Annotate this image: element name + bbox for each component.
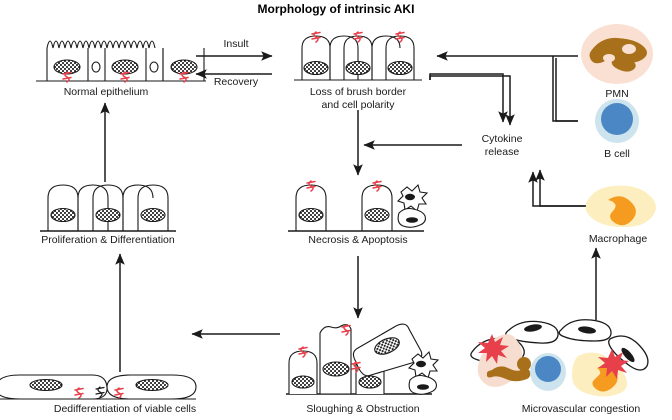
integrin-marker-apical (311, 31, 321, 43)
pmn-nucleus (486, 366, 531, 382)
macrophage-nucleus (608, 196, 636, 226)
nucleus (135, 378, 169, 392)
junction-vesicle (149, 61, 159, 73)
arrow-epithelium-to-cytokine (429, 75, 515, 126)
label-macrophage: Macrophage (588, 233, 648, 245)
label-b-cell: B cell (604, 148, 630, 160)
nucleus (374, 337, 400, 355)
bcell-nucleus (535, 356, 561, 382)
node-macrophage (585, 185, 656, 228)
node-proliferation-differentiation (40, 184, 176, 232)
integrin-marker-apical (341, 324, 351, 336)
node-normal-epithelium (36, 40, 206, 83)
integrin-marker (114, 387, 124, 399)
connector-bcell-riser (555, 58, 578, 122)
label-cytokine-release-line2: release (484, 146, 520, 158)
cell-junction-marker (95, 386, 105, 398)
integrin-marker-detached (351, 361, 361, 373)
integrin-marker-apical (372, 180, 382, 192)
integrin-marker (179, 71, 189, 83)
cell-lateral-walls (46, 48, 164, 81)
apoptotic-nucleus (405, 193, 415, 201)
integrin-marker-apical (353, 31, 363, 43)
pmn-nucleus-lobe (517, 357, 531, 371)
endothelial-nucleus (578, 326, 596, 334)
nucleus (358, 375, 382, 389)
nucleus (364, 207, 390, 223)
integrin-marker (62, 71, 72, 83)
label-cytokine-release-line1: Cytokine (481, 133, 523, 145)
integrin-marker (120, 71, 130, 83)
epithelial-cell-overlap (371, 35, 401, 80)
epithelial-cell-overlap (77, 184, 109, 231)
pmn-nucleus-hole (622, 44, 636, 54)
nucleus (345, 60, 371, 76)
apoptotic-nucleus (416, 360, 426, 368)
junction-vesicle (91, 61, 101, 73)
necrotic-nucleus (417, 384, 429, 390)
label-dedifferentiation: Dedifferentiation of viable cells (53, 403, 197, 415)
integrin-marker-apical (298, 346, 308, 358)
bcell-nucleus (601, 103, 633, 135)
figure-title: Morphology of intrinsic AKI (257, 2, 415, 16)
nucleus (140, 207, 166, 223)
label-normal-epithelium: Normal epithelium (63, 86, 149, 98)
platelet (478, 334, 509, 364)
label-loss-brush-border-line1: Loss of brush border (309, 86, 407, 98)
pmn-nucleus-hole (603, 54, 615, 62)
nucleus (298, 207, 324, 223)
integrin-marker-apical (306, 180, 316, 192)
node-necrosis-apoptosis (288, 180, 429, 232)
connector-group (100, 51, 601, 372)
nucleus (291, 375, 315, 389)
nucleus (29, 378, 63, 392)
pmn-nucleus-lobe (611, 56, 636, 72)
node-b-cell (595, 99, 639, 143)
arrow-macrophage-riser (528, 171, 586, 207)
node-microvascular-congestion (470, 319, 649, 397)
integrin-marker-apical (395, 31, 405, 43)
node-loss-brush-border (294, 31, 422, 81)
label-microvascular-congestion: Microvascular congestion (521, 403, 641, 415)
node-dedifferentiation (0, 374, 197, 400)
integrin-marker (74, 387, 84, 399)
label-necrosis-apoptosis: Necrosis & Apoptosis (308, 234, 408, 246)
platelet (598, 349, 629, 379)
nucleus (322, 361, 350, 377)
epithelial-cell-overlap (122, 184, 154, 231)
label-arrow-insult: Insult (223, 38, 249, 50)
macrophage-nucleus (592, 365, 618, 392)
necrotic-nucleus (406, 217, 418, 223)
label-arrow-recovery: Recovery (213, 76, 259, 88)
endothelial-nucleus (524, 324, 542, 332)
label-sloughing-obstruction: Sloughing & Obstruction (306, 403, 420, 415)
endothelial-nucleus (621, 347, 635, 363)
brush-border-microvilli (46, 40, 156, 49)
label-loss-brush-border-line2: and cell polarity (321, 99, 395, 111)
nucleus (303, 60, 329, 76)
nucleus (387, 60, 413, 76)
arrow-epithelium-to-cytokine-path (429, 73, 508, 123)
label-pmn: PMN (605, 88, 629, 100)
node-pmn (581, 24, 653, 84)
label-proliferation-differentiation: Proliferation & Differentiation (41, 234, 175, 246)
nucleus (50, 207, 76, 223)
arrow-macrophage-to-cytokine (535, 169, 585, 207)
node-sloughing-obstruction (286, 323, 440, 395)
epithelial-cell-overlap (329, 35, 359, 80)
connector-group-b (429, 58, 586, 207)
nucleus (95, 207, 121, 223)
